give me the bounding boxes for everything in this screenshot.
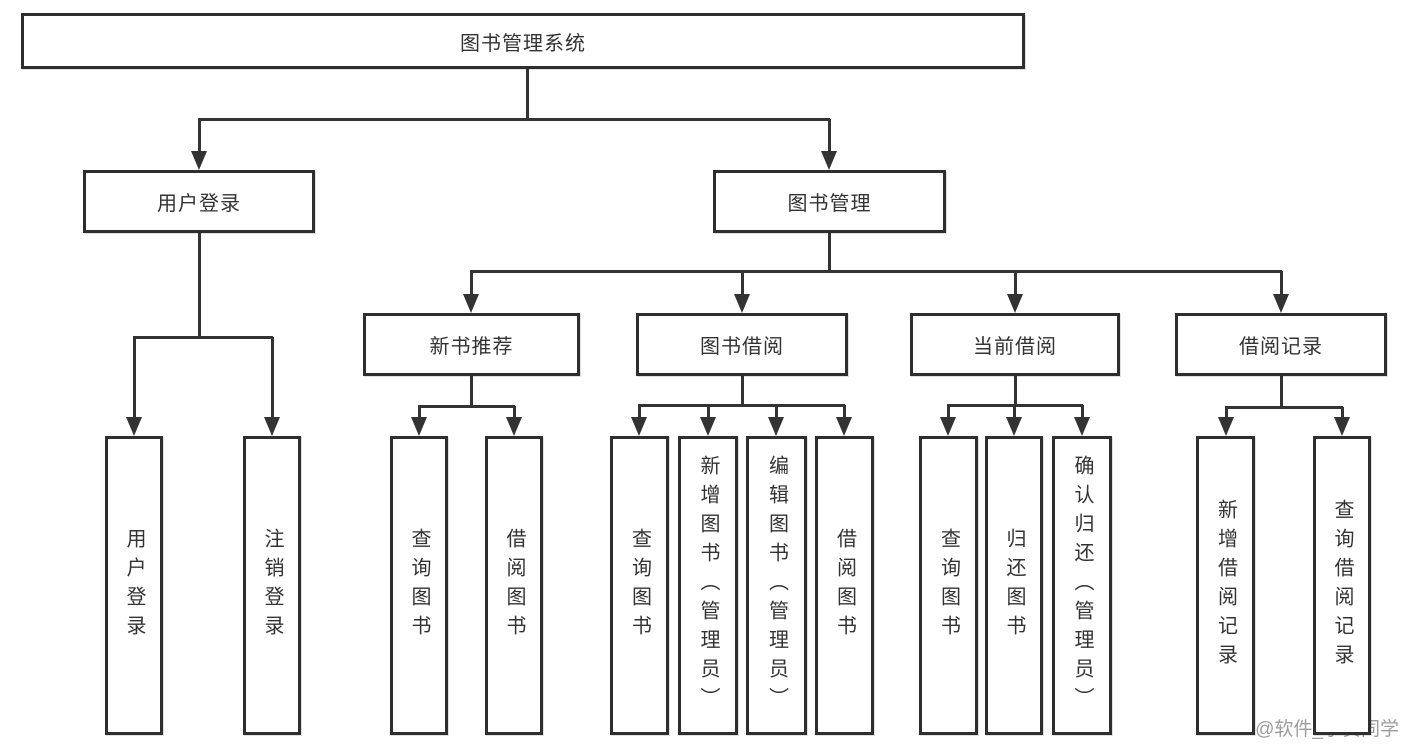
node-leaf-user-login: 用户登录 xyxy=(105,436,163,735)
node-leaf-query-borrow-record: 查询借阅记录 xyxy=(1313,436,1371,735)
node-leaf-add-borrow-record: 新增借阅记录 xyxy=(1196,436,1255,735)
node-label-leaf-borrow-book-1: 借阅图书 xyxy=(503,527,525,644)
node-label-leaf-borrow-book-2: 借阅图书 xyxy=(833,527,856,644)
connector-drop-current-borrow-split-1 xyxy=(1013,405,1016,417)
connector-stem-book-management-split xyxy=(828,233,831,272)
connector-drop-book-borrow-split-1 xyxy=(707,405,710,417)
node-label-borrow-records: 借阅记录 xyxy=(1239,336,1323,358)
arrow-down-icon xyxy=(1074,417,1090,436)
arrow-down-icon xyxy=(1334,417,1350,436)
node-label-book-management: 图书管理 xyxy=(787,193,872,215)
arrow-down-icon xyxy=(506,417,522,436)
connector-stem-new-book-split xyxy=(470,376,473,407)
node-book-borrow: 图书借阅 xyxy=(636,313,848,376)
node-label-leaf-add-borrow-record: 新增借阅记录 xyxy=(1214,498,1237,673)
arrow-down-icon xyxy=(264,417,280,436)
node-label-user-login: 用户登录 xyxy=(157,193,241,215)
node-label-leaf-add-book: 新增图书（管理员） xyxy=(697,455,719,716)
node-label-book-borrow: 图书借阅 xyxy=(700,336,784,358)
connector-drop-book-management-split-2 xyxy=(1014,271,1017,294)
connector-bar-root-split xyxy=(198,118,830,121)
node-label-leaf-edit-book: 编辑图书（管理员） xyxy=(765,455,788,716)
connector-bar-book-borrow-split xyxy=(638,404,845,407)
node-leaf-edit-book: 编辑图书（管理员） xyxy=(746,436,807,735)
connector-bar-user-login-split xyxy=(133,336,273,339)
connector-drop-user-login-split-1 xyxy=(271,337,274,417)
connector-drop-root-split-1 xyxy=(828,119,831,151)
arrow-down-icon xyxy=(768,417,784,436)
connector-stem-user-login-split xyxy=(198,233,201,338)
node-label-leaf-logout: 注销登录 xyxy=(261,527,283,644)
connector-drop-book-management-split-0 xyxy=(470,271,473,294)
arrow-down-icon xyxy=(1006,417,1022,436)
arrow-down-icon xyxy=(836,417,852,436)
arrow-down-icon xyxy=(631,417,647,436)
node-leaf-confirm-return: 确认归还（管理员） xyxy=(1052,436,1112,735)
arrow-down-icon xyxy=(1007,294,1023,313)
node-leaf-query-book-2: 查询图书 xyxy=(610,436,669,735)
node-current-borrow: 当前借阅 xyxy=(910,313,1120,376)
connector-bar-new-book-split xyxy=(418,405,515,408)
connector-stem-current-borrow-split xyxy=(1014,376,1017,406)
connector-drop-book-borrow-split-2 xyxy=(775,405,778,417)
node-new-book-recommend: 新书推荐 xyxy=(363,313,580,376)
node-leaf-borrow-book-2: 借阅图书 xyxy=(815,436,874,735)
connector-drop-root-split-0 xyxy=(198,119,201,151)
arrow-down-icon xyxy=(940,417,956,436)
arrow-down-icon xyxy=(463,294,479,313)
connector-drop-current-borrow-split-2 xyxy=(1081,405,1084,417)
node-leaf-add-book: 新增图书（管理员） xyxy=(678,436,738,735)
connector-bar-book-management-split xyxy=(470,270,1282,273)
connector-stem-book-borrow-split xyxy=(741,376,744,406)
connector-drop-new-book-split-0 xyxy=(418,406,421,417)
connector-drop-book-management-split-1 xyxy=(741,271,744,294)
arrow-down-icon xyxy=(126,417,142,436)
connector-drop-borrow-records-split-1 xyxy=(1341,407,1344,417)
connector-drop-book-borrow-split-0 xyxy=(638,405,641,417)
node-label-leaf-confirm-return: 确认归还（管理员） xyxy=(1071,455,1093,716)
arrow-down-icon xyxy=(411,417,427,436)
node-label-new-book-recommend: 新书推荐 xyxy=(429,336,514,358)
arrow-down-icon xyxy=(734,294,750,313)
connector-stem-borrow-records-split xyxy=(1280,376,1283,408)
node-label-leaf-query-book-1: 查询图书 xyxy=(408,527,430,644)
connector-stem-root-split xyxy=(526,69,529,120)
node-user-login: 用户登录 xyxy=(83,170,315,233)
connector-drop-current-borrow-split-0 xyxy=(947,405,950,417)
node-leaf-return-book: 归还图书 xyxy=(985,436,1043,735)
node-label-current-borrow: 当前借阅 xyxy=(973,336,1057,358)
node-leaf-logout: 注销登录 xyxy=(243,436,301,735)
node-leaf-query-book-1: 查询图书 xyxy=(390,436,448,735)
connector-drop-user-login-split-0 xyxy=(133,337,136,417)
connector-drop-borrow-records-split-0 xyxy=(1225,407,1228,417)
arrow-down-icon xyxy=(1273,294,1289,313)
node-label-leaf-query-borrow-record: 查询借阅记录 xyxy=(1331,498,1353,673)
node-leaf-query-book-3: 查询图书 xyxy=(919,436,978,735)
arrow-down-icon xyxy=(1218,417,1234,436)
connector-drop-new-book-split-1 xyxy=(513,406,516,417)
node-label-root: 图书管理系统 xyxy=(460,32,586,55)
connector-drop-book-borrow-split-3 xyxy=(843,405,846,417)
node-borrow-records: 借阅记录 xyxy=(1175,313,1387,376)
connector-bar-borrow-records-split xyxy=(1225,406,1343,409)
arrow-down-icon xyxy=(821,151,837,170)
arrow-down-icon xyxy=(191,151,207,170)
node-label-leaf-query-book-3: 查询图书 xyxy=(937,527,960,644)
connector-drop-book-management-split-3 xyxy=(1280,271,1283,294)
node-label-leaf-query-book-2: 查询图书 xyxy=(628,527,651,644)
arrow-down-icon xyxy=(700,417,716,436)
node-leaf-borrow-book-1: 借阅图书 xyxy=(485,436,543,735)
node-book-management: 图书管理 xyxy=(713,170,946,233)
node-root: 图书管理系统 xyxy=(21,13,1025,69)
node-label-leaf-user-login: 用户登录 xyxy=(123,527,145,644)
node-label-leaf-return-book: 归还图书 xyxy=(1003,527,1025,644)
